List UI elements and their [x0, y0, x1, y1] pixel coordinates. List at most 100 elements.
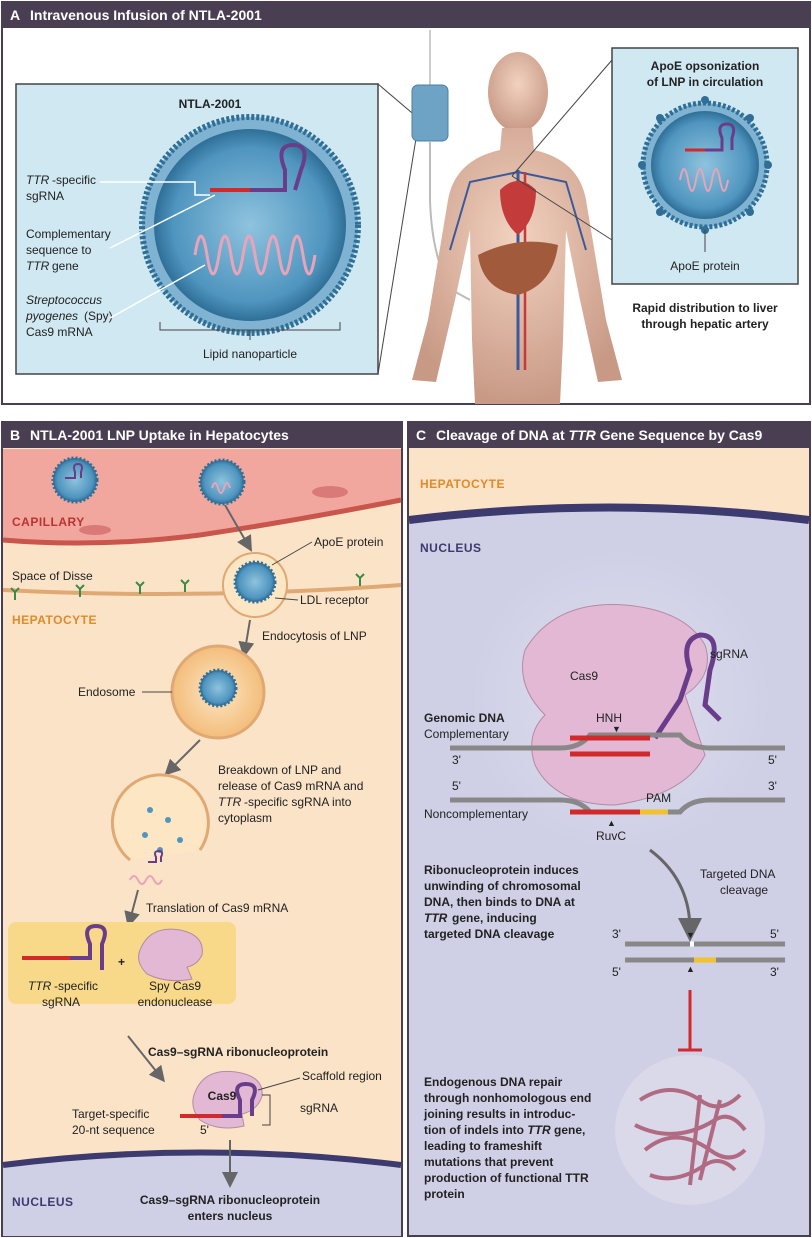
ribo-3: DNA, then binds to DNA at	[424, 895, 575, 909]
five-prime-label-b: 5'	[200, 1123, 209, 1137]
nucleus-label-b: NUCLEUS	[12, 1195, 74, 1209]
panel-a: A Intravenous Infusion of NTLA-2001 NTLA…	[1, 1, 811, 405]
cut-arrow-bottom-icon: ▲	[686, 964, 695, 974]
sgrna-label-b: sgRNA	[42, 995, 80, 1009]
sgrna-icon	[250, 142, 307, 192]
strep-label-2-rest: (Spy)	[84, 309, 113, 323]
ribo-2: unwinding of chromosomal	[424, 879, 581, 893]
rnp-icon: Cas9	[180, 1070, 263, 1129]
strep-label-3: Cas9 mRNA	[26, 325, 93, 339]
ttr-label-b-italic: TTR	[28, 979, 52, 993]
ribo-4-rest: gene, inducing	[452, 911, 537, 925]
lipid-nanoparticle-label: Lipid nanoparticle	[203, 347, 297, 361]
cas9-label-c: Cas9	[570, 669, 598, 683]
endo-2: through nonhomologous end	[424, 1091, 591, 1105]
scaffold-label: Scaffold region	[302, 1069, 382, 1083]
genomic-dna-label: Genomic DNA	[424, 711, 505, 725]
ttr-protein-icon	[634, 1088, 747, 1186]
targeted-2: cleavage	[720, 883, 768, 897]
cas9-protein-icon	[522, 604, 708, 806]
strep-label-2-italic: pyogenes	[25, 309, 78, 323]
apoe-title-1: ApoE opsonization	[651, 59, 760, 73]
liver-icon	[478, 241, 558, 295]
strep-label-1: Streptococcus	[26, 293, 102, 307]
enters-label-2: enters nucleus	[188, 1209, 273, 1223]
sgrna-label: sgRNA	[26, 189, 64, 203]
breakdown-1: Breakdown of LNP and	[218, 763, 341, 777]
three-prime-c4: 3'	[770, 965, 779, 979]
sgrna-label-c: sgRNA	[710, 647, 748, 661]
panel-b: B NTLA-2001 LNP Uptake in Hepatocytes CA…	[1, 421, 403, 1237]
noncomplementary-label: Noncomplementary	[424, 807, 528, 821]
panel-c-title: Cleavage of DNA at TTR Gene Sequence by …	[436, 427, 762, 443]
apoe-protein-label: ApoE protein	[670, 259, 739, 273]
cas9-endonuclease-icon	[138, 928, 203, 982]
capillary-region	[3, 449, 401, 544]
complementary-label-3-italic: TTR	[26, 259, 50, 273]
ttr-label-b-rest: -specific	[54, 979, 98, 993]
complementary-label-3-rest: gene	[52, 259, 79, 273]
rapid-label-2: through hepatic artery	[641, 317, 769, 331]
rapid-label-1: Rapid distribution to liver	[632, 301, 778, 315]
endo-4-italic: TTR	[527, 1123, 551, 1137]
panel-b-letter: B	[10, 427, 20, 443]
apoe-protein-label-b: ApoE protein	[314, 535, 383, 549]
broken-endosome-icon	[110, 773, 210, 885]
targeted-1: Targeted DNA	[700, 867, 775, 881]
five-prime-c3: 5'	[770, 927, 779, 941]
target-label-1: Target-specific	[72, 1107, 149, 1121]
ldl-receptor-icons	[10, 573, 365, 600]
lnp-particle	[139, 114, 361, 336]
lnp-small-1	[51, 456, 99, 504]
sgrna-label-b2: sgRNA	[300, 1101, 338, 1115]
ttr-label-rest: -specific	[52, 173, 96, 187]
spy-label-2: endonuclease	[138, 995, 213, 1009]
cas9-label-b: Cas9	[208, 1089, 237, 1103]
three-prime-c1: 3'	[452, 753, 461, 767]
panel-a-title: Intravenous Infusion of NTLA-2001	[30, 7, 262, 23]
cas9-mrna-icon	[193, 234, 317, 276]
cut-arrow-top-icon: ▼	[686, 930, 695, 940]
translation-label: Translation of Cas9 mRNA	[146, 901, 288, 915]
cleaved-dna	[625, 941, 785, 963]
sgrna-icon-c	[652, 632, 722, 740]
pam-label: PAM	[646, 791, 671, 805]
space-of-disse-label: Space of Disse	[12, 569, 93, 583]
hnh-arrow-icon: ▼	[612, 724, 621, 734]
endocytosis-label: Endocytosis of LNP	[262, 629, 367, 643]
ruvc-label: RuvC	[596, 829, 626, 843]
three-prime-c3: 3'	[612, 927, 621, 941]
five-prime-c4: 5'	[612, 965, 621, 979]
sgrna-icon-b	[70, 923, 107, 970]
panel-c-title-italic: TTR	[569, 427, 597, 443]
panel-c-title-post: Gene Sequence by Cas9	[596, 427, 763, 443]
human-body-icon	[412, 52, 622, 404]
panel-c-letter: C	[416, 427, 426, 443]
complementary-label-c: Complementary	[424, 727, 509, 741]
apoe-title-2: of LNP in circulation	[647, 75, 763, 89]
breakdown-2: release of Cas9 mRNA and	[218, 779, 363, 793]
panel-c-title-pre: Cleavage of DNA at	[436, 427, 569, 443]
endo-1: Endogenous DNA repair	[424, 1075, 563, 1089]
endo-5: leading to frameshift	[424, 1139, 542, 1153]
panel-c-header	[408, 422, 810, 448]
endo-7: production of functional TTR	[424, 1171, 589, 1185]
rnp-label: Cas9–sgRNA ribonucleoprotein	[148, 1045, 328, 1059]
ldl-receptor-label: LDL receptor	[300, 593, 369, 607]
endo-3: joining results in introduc-	[423, 1107, 575, 1121]
panel-b-title: NTLA-2001 LNP Uptake in Hepatocytes	[30, 427, 289, 443]
endo-6: mutations that prevent	[424, 1155, 553, 1169]
endo-4-pre: tion of indels into	[424, 1123, 527, 1137]
endo-4-rest: gene,	[551, 1123, 586, 1137]
heart-icon	[500, 181, 536, 235]
hepatocyte-label-c: HEPATOCYTE	[420, 477, 505, 491]
panel-a-letter: A	[10, 7, 20, 23]
enters-label-1: Cas9–sgRNA ribonucleoprotein	[140, 1193, 320, 1207]
hepatocyte-label-b: HEPATOCYTE	[12, 613, 97, 627]
lnp-name: NTLA-2001	[179, 97, 242, 111]
hnh-label: HNH	[596, 711, 622, 725]
ribo-1: Ribonucleoprotein induces	[424, 863, 579, 877]
panel-b-header	[2, 422, 402, 448]
three-prime-c2: 3'	[768, 779, 777, 793]
